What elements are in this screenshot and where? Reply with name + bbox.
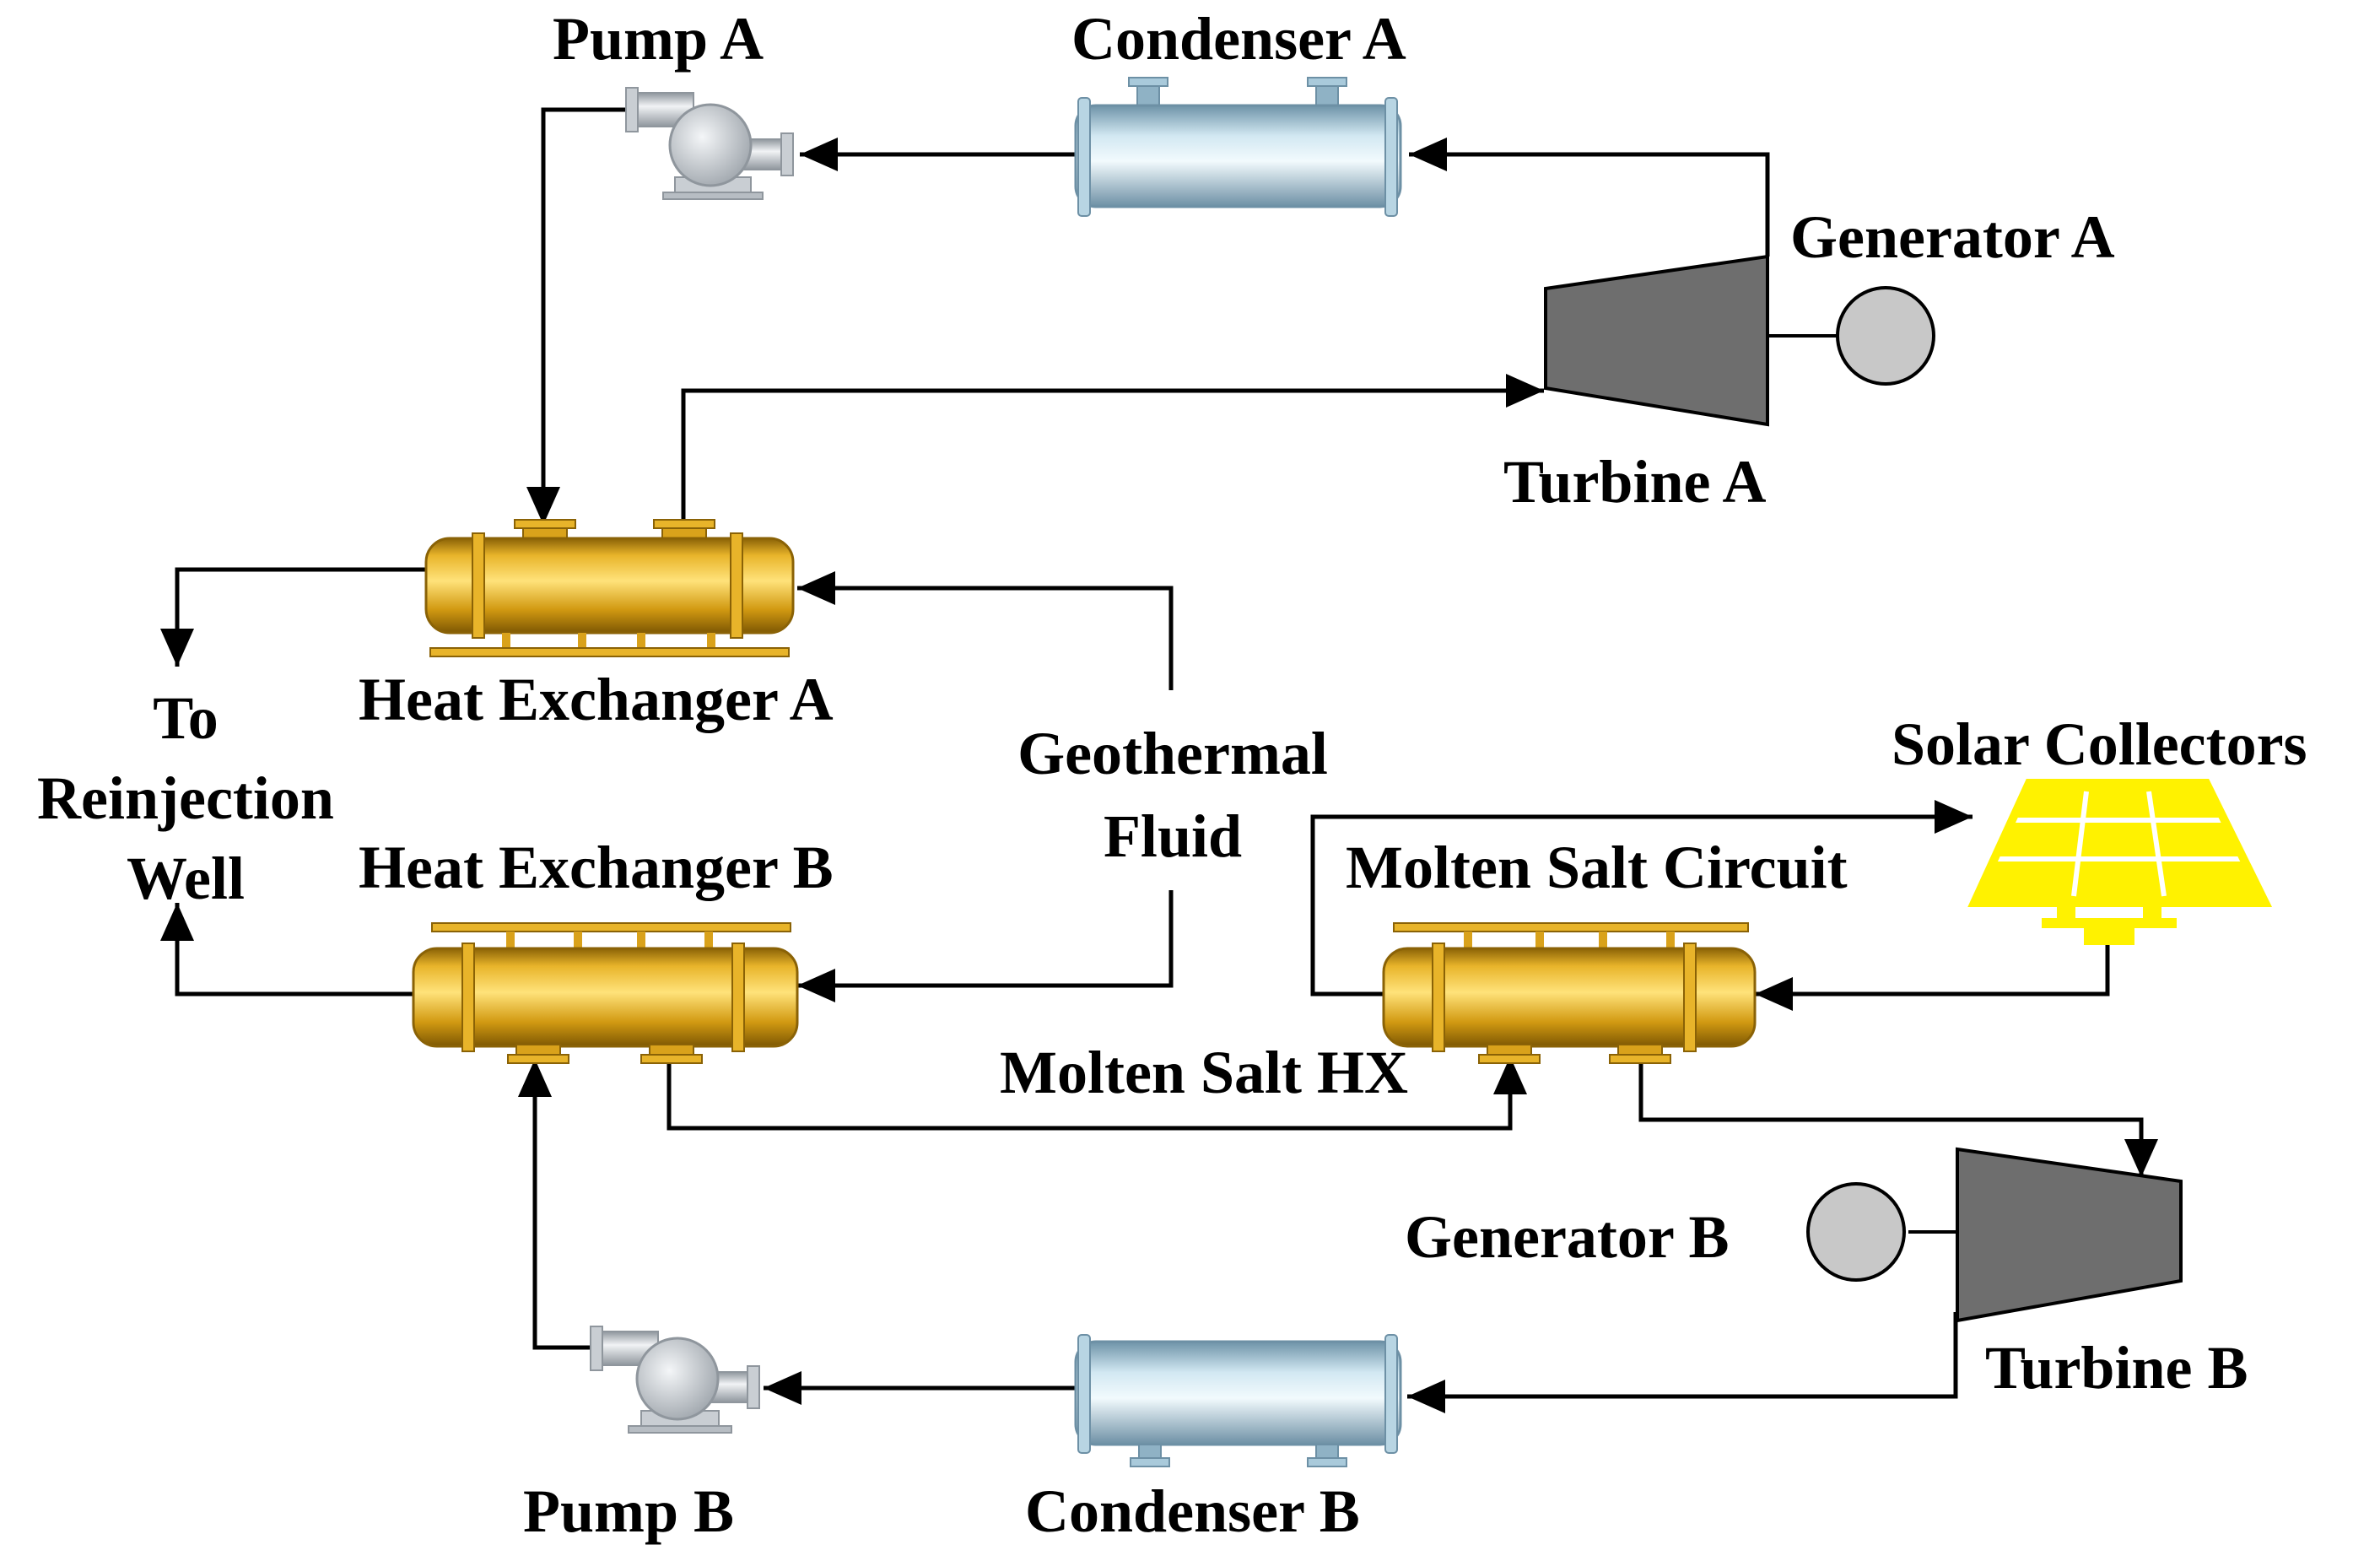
generator-a — [1767, 286, 1935, 386]
label-generator-b: Generator B — [1405, 1203, 1730, 1271]
heat-exchanger-a — [424, 519, 795, 657]
flow-solar-to-salt-hx — [1755, 945, 2110, 1011]
label-condenser-b: Condenser B — [1025, 1477, 1360, 1545]
solar-collector-icon — [1967, 779, 2273, 945]
label-pump-b: Pump B — [523, 1477, 735, 1545]
flow-pump-a-to-hx-a — [526, 107, 634, 525]
molten-salt-hx — [1382, 922, 1757, 1064]
label-molten-salt-circuit: Molten Salt Circuit — [1346, 834, 1848, 901]
flow-hx-a-to-turbine-a — [681, 374, 1544, 530]
turbine-b — [1956, 1147, 2183, 1323]
flow-geothermal-to-hx-b — [797, 890, 1174, 1002]
label-geothermal-line1: Geothermal — [1017, 720, 1328, 787]
turbine-a — [1544, 254, 1769, 427]
label-condenser-a: Condenser A — [1071, 5, 1406, 73]
label-geothermal-fluid: Geothermal Fluid — [966, 723, 1379, 867]
label-generator-a: Generator A — [1790, 203, 2115, 271]
label-heat-exchanger-a: Heat Exchanger A — [359, 666, 834, 733]
pump-a — [625, 87, 794, 200]
label-reinjection-line1: To — [153, 684, 219, 752]
flow-molten-salt-hx-to-turbine-b — [1638, 1055, 2158, 1177]
flow-salt-to-solar — [1310, 800, 1973, 997]
label-reinjection-line3: Well — [127, 845, 245, 912]
flow-turbine-a-to-condenser-a — [1409, 138, 1770, 257]
flow-hx-b-to-molten-salt-hx — [667, 1055, 1527, 1131]
label-reinjection-well: To Reinjection Well — [13, 688, 359, 909]
pump-b — [590, 1326, 760, 1434]
condenser-b — [1074, 1334, 1402, 1467]
label-heat-exchanger-b: Heat Exchanger B — [359, 834, 834, 901]
label-geothermal-line2: Fluid — [1103, 802, 1243, 870]
flow-lines — [160, 107, 2158, 1413]
flow-hx-a-to-reinjection — [160, 567, 426, 667]
label-turbine-b: Turbine B — [1985, 1334, 2248, 1402]
label-turbine-a: Turbine A — [1503, 448, 1767, 516]
flow-hx-b-to-reinjection — [160, 903, 413, 997]
flow-geothermal-to-hx-a — [797, 571, 1174, 690]
condenser-a — [1074, 77, 1402, 217]
label-solar-collectors: Solar Collectors — [1892, 710, 2307, 778]
flow-turbine-b-to-condenser-b — [1407, 1312, 1958, 1413]
label-molten-salt-hx: Molten Salt HX — [1000, 1039, 1408, 1106]
generator-b — [1806, 1182, 1957, 1282]
label-reinjection-line2: Reinjection — [37, 764, 334, 832]
label-pump-a: Pump A — [553, 5, 764, 73]
flow-pump-b-to-hx-b — [518, 1059, 599, 1350]
heat-exchanger-b — [412, 922, 799, 1064]
